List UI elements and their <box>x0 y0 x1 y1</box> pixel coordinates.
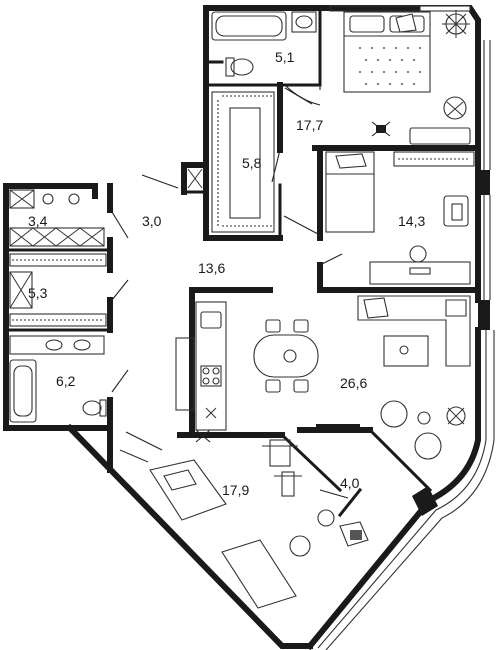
sofa <box>357 295 471 367</box>
windows <box>317 5 495 650</box>
kitchen-counter <box>175 301 227 431</box>
doors <box>111 84 391 499</box>
study-desk <box>289 509 369 557</box>
area-label-living-kitchen: 26,6 <box>340 375 367 391</box>
area-label-bath-left: 6,2 <box>56 373 76 389</box>
bathtub-top <box>211 11 287 41</box>
area-label-hall-small: 3,0 <box>142 213 162 229</box>
armchair-master <box>443 96 467 120</box>
gym-equipment <box>262 439 302 497</box>
plant-master <box>442 10 470 38</box>
area-label-storage: 5,3 <box>28 285 48 301</box>
bed-right <box>325 151 375 233</box>
dining-table <box>253 319 319 393</box>
area-labels: 5,1 17,7 5,8 3,4 3,0 14,3 13,6 5,3 6,2 2… <box>28 49 425 498</box>
laundry-machines <box>9 189 105 247</box>
area-label-wardrobe: 5,8 <box>242 155 262 171</box>
sink-top <box>291 11 317 33</box>
lounge-chairs <box>380 400 466 460</box>
desk-right <box>369 245 471 285</box>
exterior-walls <box>3 5 481 650</box>
bath-left-fixtures <box>9 335 107 423</box>
toilet-top <box>225 57 254 77</box>
double-bed <box>343 11 431 93</box>
kids-beds <box>119 449 297 609</box>
armchair-right <box>443 195 469 227</box>
wardrobe-right <box>393 151 475 167</box>
area-label-bath-top: 5,1 <box>275 49 295 65</box>
area-label-bedroom-kids: 17,9 <box>222 482 249 498</box>
area-label-bedroom-right: 14,3 <box>398 213 425 229</box>
storage-shelves <box>9 253 107 327</box>
dresser-master <box>409 127 471 145</box>
area-label-hall: 13,6 <box>198 260 225 276</box>
area-label-laundry: 3,4 <box>28 213 48 229</box>
wardrobe-shelves <box>211 91 275 233</box>
area-label-study: 4,0 <box>340 475 360 491</box>
interior-walls <box>4 6 481 518</box>
area-label-bedroom-master: 17,7 <box>296 117 323 133</box>
